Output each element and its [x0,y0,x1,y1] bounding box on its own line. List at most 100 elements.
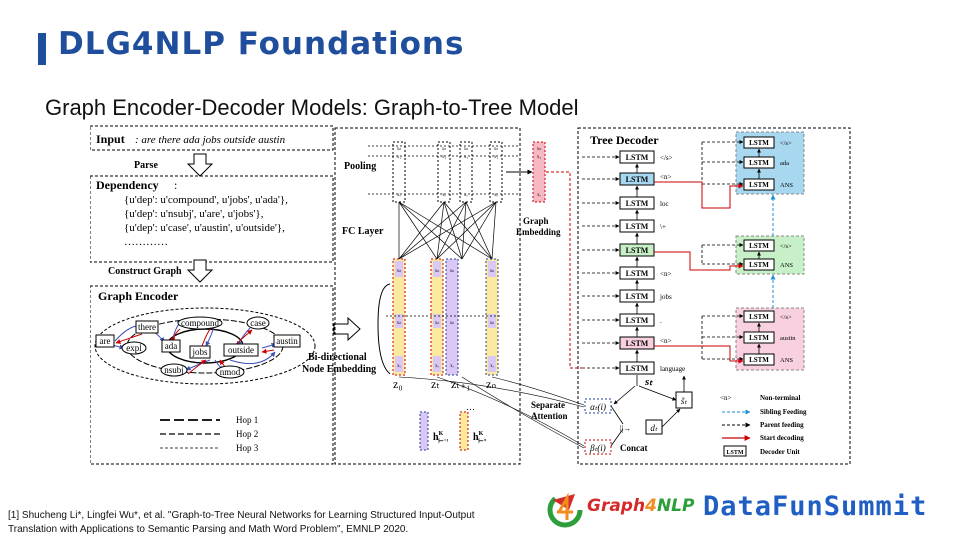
input-label: Input [96,132,125,146]
reference-line: [1] Shucheng Li*, Lingfei Wu*, et al. "G… [8,510,475,521]
edge [261,348,275,354]
svg-text:LSTM: LSTM [749,159,769,167]
slide-title: DLG4NLP Foundations [58,26,465,62]
graph4nlp-logo-text: Graph4NLP [587,496,695,516]
graph-node: there [135,320,159,334]
svg-text:xᵣ: xᵣ [442,193,447,198]
encoder-arrow-icon [333,316,361,342]
svg-text:xₙ: xₙ [464,147,469,152]
svg-text:xᵣ: xᵣ [397,193,402,198]
svg-text:outside: outside [228,345,254,355]
svg-text:</s>: </s> [780,140,792,147]
svg-text:LSTM: LSTM [626,339,649,348]
parse-arrow-icon [186,153,214,177]
svg-text:x₁: x₁ [494,155,499,160]
svg-text:are: are [100,336,111,346]
graph-node: ada [161,339,181,353]
lstm-cell: LSTM loc [619,196,669,210]
z-label: z₀ [393,377,403,391]
hop3-ellipse [94,307,316,385]
lstm-cell: LSTM \+ [619,219,666,233]
svg-text:xₙ: xₙ [397,147,402,152]
graph-to-tree-figure: Input : are there ada jobs outside austi… [90,125,851,465]
dep-line: {u'dep': u'compound', u'jobs', u'ada'}, [124,194,288,206]
svg-text:LSTM: LSTM [626,246,649,255]
legend-nt-symbol: <n> [720,394,731,402]
svg-text:xᵣ: xᵣ [397,364,402,369]
legend-label: Non-terminal [760,394,800,402]
svg-text:</s>: </s> [780,243,792,250]
svg-text:LSTM: LSTM [626,199,649,208]
dependency-colon: : [174,178,177,192]
slide-subtitle: Graph Encoder-Decoder Models: Graph-to-T… [45,95,579,120]
svg-text:LSTM: LSTM [626,364,649,373]
svg-text:xₙ: xₙ [442,147,447,152]
svg-text:ada: ada [780,160,789,167]
concat-label: Concat [620,443,648,453]
input-text: : are there ada jobs outside austin [135,134,286,146]
svg-text:nsubj: nsubj [164,365,184,375]
svg-text:LSTM: LSTM [626,222,649,231]
svg-text:\+: \+ [660,223,666,231]
svg-text:ANS: ANS [780,182,793,189]
z-label: zₜ₊₁ [451,377,470,391]
graph-node: jobs [189,345,211,359]
svg-text:x₁: x₁ [464,155,469,160]
svg-text:LSTM: LSTM [626,175,649,184]
graph-embedding-label: Graph [523,216,549,226]
legend-label: Decoder Unit [760,448,800,456]
lstm-cell: LSTM</s> [619,150,673,164]
svg-text:xₙ: xₙ [397,321,402,326]
pooling-label: Pooling [344,161,376,172]
construct-arrow-icon [186,259,214,283]
legend-label: Parent feeding [760,421,804,429]
title-accent-bar [38,33,46,65]
svg-text:xₙ: xₙ [450,269,455,274]
ellipsis: … [466,402,475,412]
svg-text:xₙ: xₙ [435,269,440,274]
pool-col: xₙ x₁ xᵣ [437,141,451,203]
hop-label: Hop 2 [236,429,258,439]
svg-text:austin: austin [780,335,796,342]
svg-text:loc: loc [660,200,669,208]
lstm-cell: LSTM</s> [743,310,792,323]
legend-backward-emb [419,411,429,451]
lstm-cell: LSTM [619,243,655,257]
svg-text:xₙ: xₙ [494,147,499,152]
svg-text:x₁: x₁ [537,155,542,160]
svg-text:<n>: <n> [660,270,671,278]
alpha-label: αₜ(i) [590,402,606,412]
concat-symbol: ||→ [620,424,631,433]
svg-text:xᵣ: xᵣ [490,364,495,369]
parse-label: Parse [134,160,158,171]
svg-text:language: language [660,365,685,373]
svg-text:x₁: x₁ [442,155,447,160]
svg-text:LSTM: LSTM [749,139,769,147]
lstm-cell: LSTM. [619,313,662,327]
hop-label: Hop 1 [236,415,258,425]
legend-label: Sibling Feeding [760,408,807,416]
node-embedding-brace [377,283,391,375]
svg-text:LSTM: LSTM [749,242,769,250]
svg-text:LSTM: LSTM [626,316,649,325]
svg-text:there: there [138,322,156,332]
bi-node-label: Node Embedding [302,364,376,375]
svg-text:</s>: </s> [780,314,792,321]
svg-text:xₙ: xₙ [490,321,495,326]
svg-text:LSTM: LSTM [749,334,769,342]
svg-text:austin: austin [276,336,298,346]
graph4nlp-logo: Graph4NLP [545,490,694,535]
legend-h-label: hK⊢⁺ [473,431,487,445]
graph-node: nsubj [160,363,188,377]
graph-node: case [246,316,270,330]
svg-text:xₙ: xₙ [450,321,455,326]
lstm-cell: LSTM language [619,361,685,375]
svg-text:xₙ: xₙ [435,321,440,326]
datafun-summit-logo: DataFunSummit [703,491,928,522]
